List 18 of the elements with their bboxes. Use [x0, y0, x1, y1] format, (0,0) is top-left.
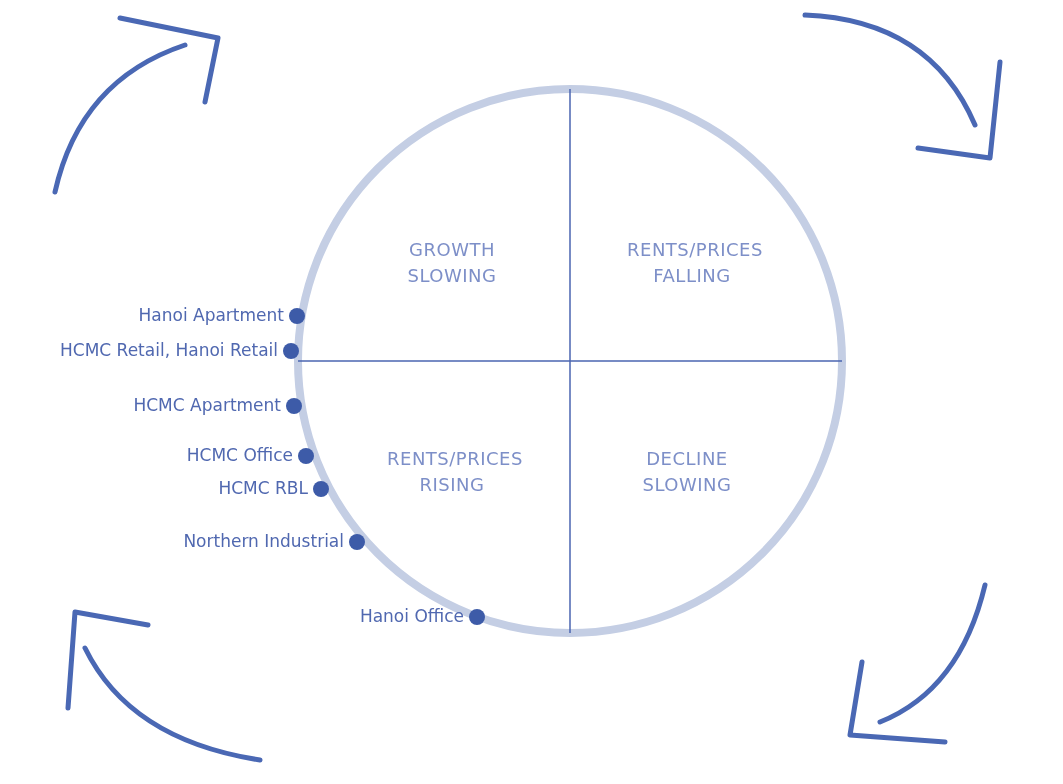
marker-dot — [313, 481, 329, 497]
marker-dot — [286, 398, 302, 414]
marker-dot — [289, 308, 305, 324]
marker-dot — [469, 609, 485, 625]
quadrant-label: DECLINE SLOWING — [641, 447, 733, 497]
sector-label: Hanoi Apartment — [138, 305, 284, 325]
marker-dot — [349, 534, 365, 550]
quadrant-label: GROWTH SLOWING — [406, 238, 498, 288]
marker-dot — [283, 343, 299, 359]
quadrant-label: RENTS/PRICES FALLING — [626, 238, 764, 288]
sector-label: Hanoi Office — [359, 606, 464, 626]
sector-label: HCMC Apartment — [133, 395, 281, 415]
sector-label: HCMC Retail, Hanoi Retail — [60, 340, 278, 360]
sector-label: HCMC Office — [186, 445, 293, 465]
marker-dot — [298, 448, 314, 464]
quadrant-label: RENTS/PRICES RISING — [386, 447, 524, 497]
sector-label: Northern Industrial — [183, 531, 344, 551]
sector-label: HCMC RBL — [218, 478, 308, 498]
